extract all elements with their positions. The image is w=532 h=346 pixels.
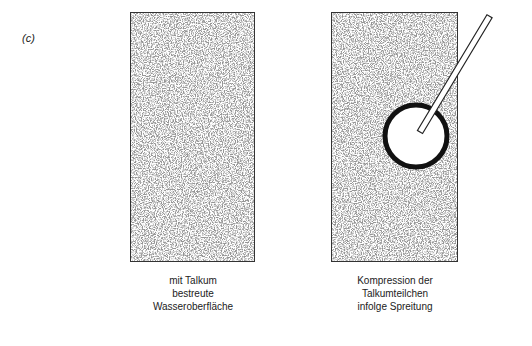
talcum-speckle <box>331 12 458 262</box>
glass-rod <box>417 15 492 134</box>
surface-panel: Kompression der Talkumteilchen infolge S… <box>331 12 458 262</box>
panel-caption: mit Talkum bestreute Wasseroberfläche <box>147 274 239 313</box>
talcum-speckle <box>130 12 255 262</box>
compressed-ring <box>385 105 447 167</box>
panel-border <box>131 13 255 262</box>
panel-caption: Kompression der Talkumteilchen infolge S… <box>349 274 441 313</box>
panel-letter: (c) <box>22 32 35 44</box>
water-surface <box>331 12 458 262</box>
panel-border <box>332 13 458 262</box>
water-surface <box>130 12 255 262</box>
surface-panel: mit Talkum bestreute Wasseroberfläche <box>130 12 255 262</box>
